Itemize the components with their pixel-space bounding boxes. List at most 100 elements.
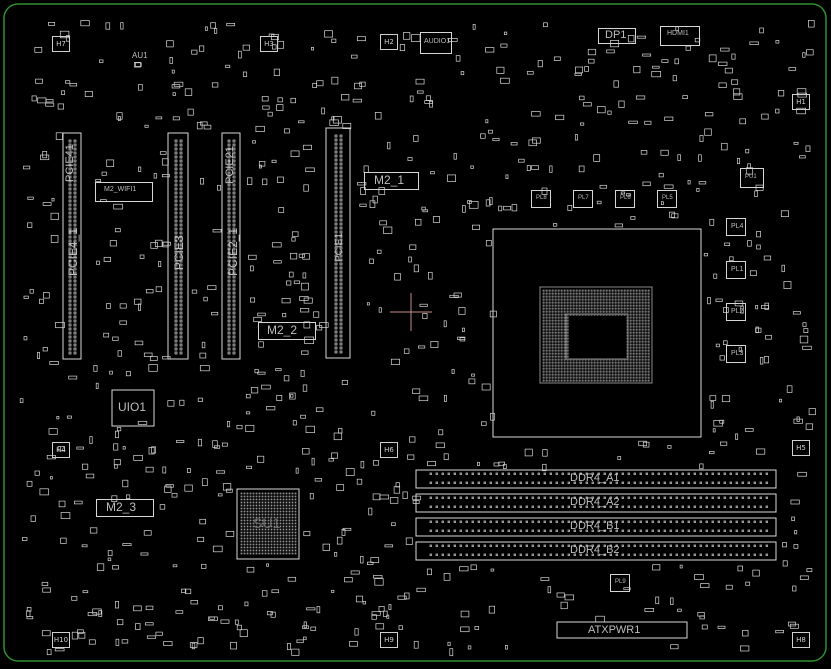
cpu-pad <box>647 349 650 352</box>
cpu-pad <box>566 376 569 379</box>
dimm-pin <box>693 481 696 484</box>
slot-pin <box>334 330 338 334</box>
smd-part <box>50 476 53 480</box>
slot-pin <box>179 307 183 311</box>
dimm-pin <box>543 472 546 475</box>
dimm-pin <box>723 520 726 523</box>
smd-part <box>191 289 198 294</box>
chipset-ball <box>270 519 273 522</box>
dimm-pin <box>585 481 588 484</box>
dimm-pin <box>627 472 630 475</box>
dimm-pin <box>495 505 498 508</box>
smd-part <box>244 601 249 607</box>
dimm-pin <box>591 481 594 484</box>
pl7-label: PL7 <box>578 195 589 201</box>
cpu-pad <box>563 325 566 328</box>
dimm-pin <box>585 529 588 532</box>
cpu-pad <box>566 349 569 352</box>
cpu-pad <box>629 331 632 334</box>
cpu-pad <box>641 301 644 304</box>
chipset-ball <box>261 534 264 537</box>
chipset-ball <box>276 546 279 549</box>
chipset-ball <box>255 525 258 528</box>
cpu-pad <box>599 307 602 310</box>
dimm-pin <box>429 496 432 499</box>
smd-part <box>537 60 543 68</box>
chipset-ball <box>285 537 288 540</box>
cpu-pad <box>611 364 614 367</box>
cpu-pad <box>611 373 614 376</box>
pcie3-label: PCIE3 <box>172 235 186 270</box>
cpu-pad <box>629 337 632 340</box>
cpu-pad <box>638 304 641 307</box>
smd-part <box>19 398 24 403</box>
smd-part <box>553 223 558 227</box>
slot-pin <box>227 183 231 187</box>
smd-part <box>588 58 595 64</box>
smd-part <box>574 72 582 76</box>
smd-part <box>22 537 28 541</box>
chipset-ball <box>279 519 282 522</box>
chipset-ball <box>291 528 294 531</box>
smd-part <box>159 504 166 510</box>
slot-pin <box>339 226 343 230</box>
smd-part <box>287 643 291 651</box>
smd-part <box>460 610 470 618</box>
dimm-pin <box>639 529 642 532</box>
smd-part <box>166 40 174 48</box>
smd-part <box>266 406 276 411</box>
smd-part <box>143 530 152 536</box>
cpu-pad <box>563 364 566 367</box>
chipset-ball <box>282 498 285 501</box>
smd-part <box>759 357 764 365</box>
smd-part <box>197 536 205 542</box>
cpu-pad <box>608 292 611 295</box>
slot-pin <box>174 219 178 223</box>
smd-part <box>614 223 623 228</box>
dimm-pin <box>657 553 660 556</box>
dimm-pin <box>759 520 762 523</box>
cpu-pad <box>641 310 644 313</box>
cpu-pad <box>542 343 545 346</box>
chipset-ball <box>288 516 291 519</box>
smd-part <box>636 35 646 39</box>
smd-part <box>498 461 505 466</box>
chipset-ball <box>258 504 261 507</box>
chipset-ball <box>288 507 291 510</box>
smd-part <box>220 619 230 624</box>
cpu-pad <box>614 301 617 304</box>
smd-part <box>238 50 242 59</box>
cpu-pad <box>635 313 638 316</box>
cpu-pad <box>638 319 641 322</box>
cpu-pad <box>542 355 545 358</box>
slot-pin <box>179 263 183 267</box>
cpu-pad <box>563 331 566 334</box>
smd-part <box>302 253 310 260</box>
dimm-pin <box>717 481 720 484</box>
cpu-pad <box>548 331 551 334</box>
cpu-pad <box>593 301 596 304</box>
dimm-pin <box>633 496 636 499</box>
cpu-pad <box>593 361 596 364</box>
cpu-pad <box>542 313 545 316</box>
smd-part <box>447 641 451 646</box>
smd-part <box>289 392 296 400</box>
dimm-pin <box>513 544 516 547</box>
slot-pin <box>227 219 231 223</box>
smd-part <box>713 420 723 427</box>
chipset-ball <box>267 507 270 510</box>
cpu-pad <box>563 307 566 310</box>
smd-part <box>341 528 346 536</box>
dimm-pin <box>555 520 558 523</box>
smd-part <box>242 44 250 51</box>
slot-pin <box>68 267 72 271</box>
chipset-ball <box>261 531 264 534</box>
smd-part <box>239 629 248 637</box>
dimm-pin <box>519 553 522 556</box>
slot-pin <box>68 347 72 351</box>
dimm-pin <box>441 481 444 484</box>
cpu-pad <box>548 325 551 328</box>
cpu-pad <box>629 316 632 319</box>
cpu-pad <box>542 358 545 361</box>
chipset-ball <box>294 519 297 522</box>
